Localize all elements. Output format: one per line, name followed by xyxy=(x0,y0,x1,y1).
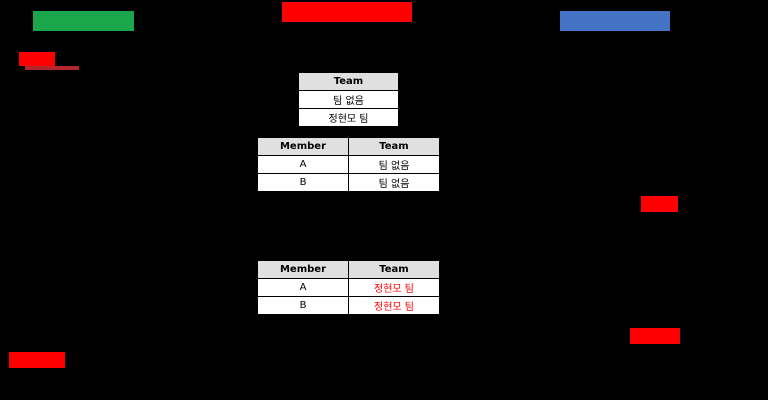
team-cell: 팀 없음 xyxy=(348,173,440,192)
member-team-before-table: Member Team A 팀 없음 B 팀 없음 xyxy=(257,137,440,192)
team-table: Team 팀 없음 정현모 팀 xyxy=(298,72,399,127)
member-cell: A xyxy=(257,278,349,297)
table-row: A 정현모 팀 xyxy=(257,278,440,297)
team-table-cell: 정현모 팀 xyxy=(298,108,399,127)
table-row: A 팀 없음 xyxy=(257,155,440,174)
member-cell: A xyxy=(257,155,349,174)
red-marker-right-middle xyxy=(641,196,678,212)
red-underline xyxy=(25,66,79,70)
team-header: Team xyxy=(348,137,440,156)
red-marker-left-bottom xyxy=(9,352,65,368)
red-marker-top-left xyxy=(19,52,55,66)
table-row: B 팀 없음 xyxy=(257,173,440,192)
team-table-header: Team xyxy=(298,72,399,91)
team-cell-updated: 정현모 팀 xyxy=(348,296,440,315)
member-team-after-table: Member Team A 정현모 팀 B 정현모 팀 xyxy=(257,260,440,315)
team-header: Team xyxy=(348,260,440,279)
member-cell: B xyxy=(257,173,349,192)
team-table-cell: 팀 없음 xyxy=(298,90,399,109)
member-cell: B xyxy=(257,296,349,315)
member-header: Member xyxy=(257,260,349,279)
team-cell-updated: 정현모 팀 xyxy=(348,278,440,297)
member-header: Member xyxy=(257,137,349,156)
green-label-bar xyxy=(33,11,134,31)
table-row: B 정현모 팀 xyxy=(257,296,440,315)
blue-label-bar xyxy=(560,11,670,31)
red-marker-right-bottom xyxy=(630,328,680,344)
red-title-bar xyxy=(282,2,412,22)
team-cell: 팀 없음 xyxy=(348,155,440,174)
